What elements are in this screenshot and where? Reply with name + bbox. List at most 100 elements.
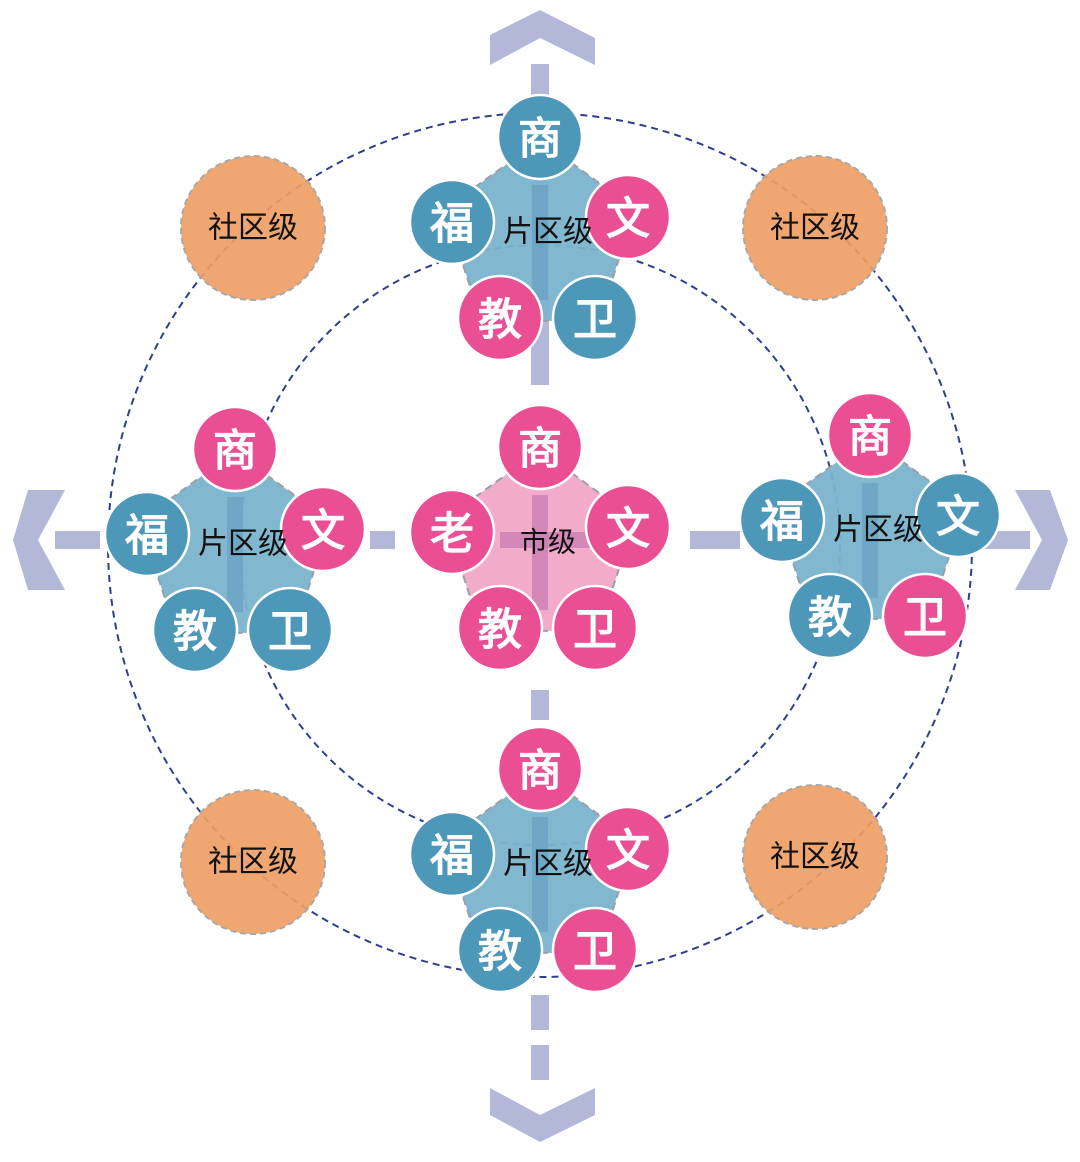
node-education: 教 bbox=[456, 274, 544, 362]
community-top-left: 社区级 bbox=[180, 155, 326, 301]
node-circle bbox=[408, 178, 496, 266]
axis-overlay bbox=[500, 532, 590, 548]
node-circle bbox=[456, 584, 544, 672]
node-circle bbox=[496, 403, 584, 491]
node-circle bbox=[408, 810, 496, 898]
community-circle bbox=[180, 155, 326, 301]
node-label: 文 bbox=[606, 826, 650, 877]
node-circle bbox=[456, 906, 544, 994]
node-circle bbox=[496, 93, 584, 181]
node-label: 卫 bbox=[903, 593, 947, 644]
node-health: 卫 bbox=[551, 584, 639, 672]
axis-segment-vertical bbox=[531, 995, 549, 1030]
axis-segment-horizontal bbox=[55, 531, 100, 549]
cluster-label: 片区级 bbox=[503, 215, 593, 250]
node-culture: 文 bbox=[914, 471, 1002, 559]
community-label: 社区级 bbox=[208, 845, 298, 880]
node-commerce: 商 bbox=[191, 405, 279, 493]
node-label: 教 bbox=[478, 295, 522, 346]
community-circle bbox=[742, 784, 888, 930]
community-top-right: 社区级 bbox=[742, 155, 888, 301]
node-label: 商 bbox=[518, 424, 562, 475]
node-culture: 文 bbox=[584, 805, 672, 893]
node-circle bbox=[786, 572, 874, 660]
node-label: 教 bbox=[478, 927, 522, 978]
community-label: 社区级 bbox=[208, 211, 298, 246]
node-label: 商 bbox=[518, 746, 562, 797]
node-education: 教 bbox=[456, 906, 544, 994]
node-circle bbox=[826, 391, 914, 479]
community-bottom-left: 社区级 bbox=[180, 789, 326, 935]
node-welfare: 福 bbox=[738, 476, 826, 564]
axis-overlay bbox=[227, 497, 243, 612]
node-culture: 文 bbox=[584, 173, 672, 261]
axis-segment-horizontal bbox=[690, 531, 740, 549]
communities-layer: 社区级社区级社区级社区级 bbox=[180, 155, 888, 935]
community-circle bbox=[742, 155, 888, 301]
axis-overlay bbox=[862, 483, 878, 598]
node-label: 福 bbox=[429, 831, 474, 882]
cluster-label: 片区级 bbox=[833, 513, 923, 548]
city-cluster-center: 商文卫教老市级 bbox=[408, 403, 672, 672]
chevron-up-icon bbox=[490, 10, 595, 65]
node-health: 卫 bbox=[551, 906, 639, 994]
node-label: 文 bbox=[606, 504, 650, 555]
node-circle bbox=[738, 476, 826, 564]
node-education: 教 bbox=[151, 586, 239, 674]
node-circle bbox=[151, 586, 239, 674]
node-label: 福 bbox=[759, 497, 804, 548]
node-label: 教 bbox=[808, 593, 852, 644]
node-circle bbox=[584, 483, 672, 571]
node-circle bbox=[496, 725, 584, 813]
node-health: 卫 bbox=[551, 274, 639, 362]
community-label: 社区级 bbox=[770, 840, 860, 875]
node-label: 商 bbox=[213, 426, 257, 477]
node-education: 教 bbox=[456, 584, 544, 672]
cluster-label: 片区级 bbox=[198, 527, 288, 562]
district-cluster-left: 商文卫教福片区级 bbox=[103, 405, 367, 674]
node-welfare: 福 bbox=[408, 178, 496, 266]
node-circle bbox=[584, 173, 672, 261]
cluster-label: 片区级 bbox=[503, 847, 593, 882]
node-education: 教 bbox=[786, 572, 874, 660]
district-cluster-top: 商文卫教福片区级 bbox=[408, 93, 672, 362]
node-circle bbox=[551, 584, 639, 672]
node-circle bbox=[279, 485, 367, 573]
axis-overlay bbox=[532, 495, 548, 610]
node-label: 教 bbox=[173, 607, 217, 658]
node-circle bbox=[191, 405, 279, 493]
node-label: 教 bbox=[478, 605, 522, 656]
axis-segment-vertical bbox=[531, 690, 549, 720]
node-label: 卫 bbox=[573, 605, 617, 656]
clusters-layer: 商文卫教福片区级商文卫教福片区级商文卫教福片区级商文卫教福片区级商文卫教老市级 bbox=[103, 93, 1002, 994]
node-circle bbox=[551, 274, 639, 362]
node-elderly: 老 bbox=[408, 488, 496, 576]
axis-segment-vertical bbox=[531, 1045, 549, 1080]
chevron-left-icon bbox=[13, 490, 65, 590]
node-label: 商 bbox=[848, 412, 892, 463]
node-label: 商 bbox=[518, 114, 562, 165]
axis-segment-horizontal bbox=[370, 531, 395, 549]
node-circle bbox=[914, 471, 1002, 559]
node-label: 福 bbox=[124, 511, 169, 562]
node-circle bbox=[456, 274, 544, 362]
node-welfare: 福 bbox=[103, 490, 191, 578]
node-health: 卫 bbox=[246, 586, 334, 674]
district-cluster-right: 商文卫教福片区级 bbox=[738, 391, 1002, 660]
node-circle bbox=[881, 572, 969, 660]
node-welfare: 福 bbox=[408, 810, 496, 898]
axis-overlay bbox=[532, 817, 548, 932]
chevron-right-icon bbox=[1015, 490, 1068, 590]
node-label: 文 bbox=[936, 492, 980, 543]
node-label: 文 bbox=[606, 194, 650, 245]
axis-overlay bbox=[532, 185, 548, 300]
chevron-down-icon bbox=[490, 1088, 595, 1142]
community-circle bbox=[180, 789, 326, 935]
node-circle bbox=[103, 490, 191, 578]
node-culture: 文 bbox=[279, 485, 367, 573]
node-circle bbox=[408, 488, 496, 576]
cluster-label: 市级 bbox=[520, 526, 576, 559]
node-label: 文 bbox=[301, 506, 345, 557]
node-label: 福 bbox=[429, 199, 474, 250]
node-circle bbox=[551, 906, 639, 994]
